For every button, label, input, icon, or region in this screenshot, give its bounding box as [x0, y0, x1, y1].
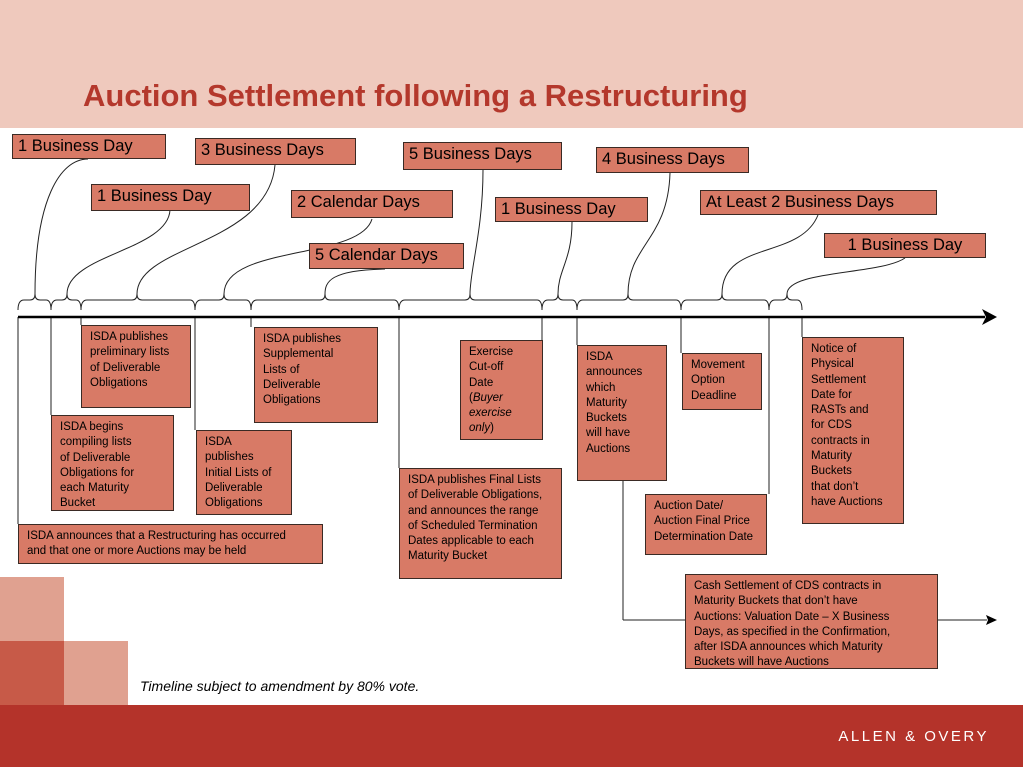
- brand-logo: ALLEN & OVERY: [838, 728, 989, 745]
- event-movement-option: Movement Option Deadline: [682, 353, 762, 410]
- event-exercise-cutoff: Exercise Cut-off Date (Buyer exercise on…: [460, 340, 543, 440]
- duration-label: 2 Calendar Days: [291, 190, 453, 218]
- event-auction-date: Auction Date/ Auction Final Price Determ…: [645, 494, 767, 555]
- brace-7: [541, 293, 578, 311]
- event-compiling-lists: ISDA begins compiling lists of Deliverab…: [51, 415, 174, 511]
- header-band: [0, 0, 1023, 128]
- footnote: Timeline subject to amendment by 80% vot…: [140, 678, 420, 694]
- decor-square: [0, 577, 64, 641]
- event-preliminary-lists: ISDA publishes preliminary lists of Deli…: [81, 325, 191, 408]
- duration-label: At Least 2 Business Days: [700, 190, 937, 215]
- brace-8: [576, 293, 682, 311]
- timeline-arrowhead: [982, 309, 997, 325]
- duration-label: 1 Business Day: [12, 134, 166, 159]
- page-title: Auction Settlement following a Restructu…: [83, 78, 748, 113]
- event-cash-settlement: Cash Settlement of CDS contracts in Matu…: [685, 574, 938, 669]
- duration-label: 1 Business Day: [495, 197, 648, 222]
- decor-square: [0, 641, 64, 705]
- event-maturity-buckets: ISDA announces which Maturity Buckets wi…: [577, 345, 667, 481]
- brace-10: [768, 293, 803, 311]
- event-restructuring-announced: ISDA announces that a Restructuring has …: [18, 524, 323, 564]
- event-physical-settlement: Notice of Physical Settlement Date for R…: [802, 337, 904, 524]
- brace-6: [398, 293, 543, 311]
- brace-3: [80, 293, 196, 311]
- duration-label: 1 Business Day: [91, 184, 250, 211]
- duration-label: 4 Business Days: [596, 147, 749, 173]
- event-initial-lists: ISDA publishes Initial Lists of Delivera…: [196, 430, 292, 515]
- brace-5: [250, 293, 400, 311]
- brace-1: [17, 293, 52, 311]
- brace-4: [194, 293, 252, 311]
- duration-label: 1 Business Day: [824, 233, 986, 258]
- duration-label: 5 Calendar Days: [309, 243, 464, 269]
- duration-label: 5 Business Days: [403, 142, 562, 170]
- decor-square: [64, 641, 128, 705]
- event-supplemental-lists: ISDA publishes Supplemental Lists of Del…: [254, 327, 378, 423]
- event-final-lists: ISDA publishes Final Lists of Deliverabl…: [399, 468, 562, 579]
- footer-band: [0, 705, 1023, 767]
- branch-arrowhead: [986, 615, 997, 625]
- brace-9: [680, 293, 770, 311]
- duration-label: 3 Business Days: [195, 138, 356, 165]
- brace-2: [50, 293, 82, 311]
